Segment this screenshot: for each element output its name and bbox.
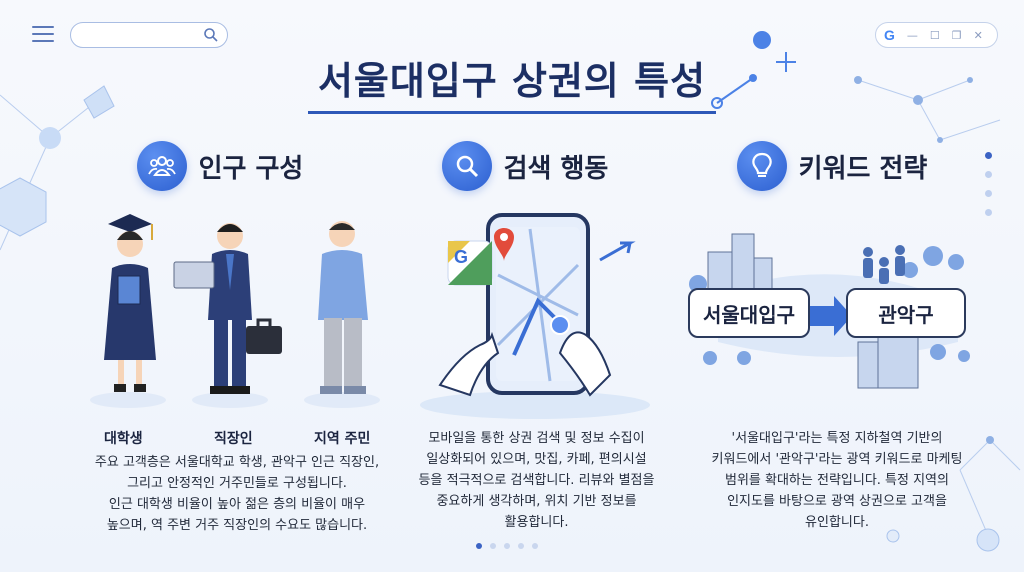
desc-line: 인지도를 바탕으로 광역 상권으로 고객을	[727, 494, 947, 509]
section-title: 키워드 전략	[798, 153, 928, 184]
pagination-dot[interactable]	[490, 543, 496, 549]
section-title: 인구 구성	[198, 153, 304, 184]
label-worker: 직장인	[214, 431, 253, 447]
pagination-dots	[476, 543, 538, 549]
side-nav-dot[interactable]	[985, 171, 992, 178]
desc-line: 인근 대학생 비율이 높아 젊은 층의 비율이 매우	[108, 497, 366, 512]
restore-icon[interactable]: ❐	[951, 28, 962, 42]
mobile-map-illustration: G	[420, 213, 650, 419]
maps-logo: G	[454, 247, 468, 267]
desc-line: 주요 고객층은 서울대학교 학생, 관악구 인근 직장인,	[94, 455, 380, 470]
side-navigation-dots	[985, 152, 992, 216]
close-icon[interactable]: ✕	[973, 28, 983, 42]
minimize-icon[interactable]: —	[906, 28, 918, 42]
label-resident: 지역 주민	[314, 431, 371, 447]
keyword-box-to: 관악구	[846, 288, 966, 338]
magnifier-icon	[441, 141, 492, 191]
side-nav-dot[interactable]	[985, 190, 992, 197]
desc-line: 범위를 확대하는 전략입니다. 특정 지역의	[725, 473, 949, 488]
hamburger-menu-icon[interactable]	[32, 26, 54, 47]
keyword-description: '서울대입구'라는 특정 지하철역 기반의 키워드에서 '관악구'라는 광역 키…	[682, 428, 992, 533]
desc-line: 그리고 안정적인 거주민들로 구성됩니다.	[127, 476, 347, 491]
keyword-box-from: 서울대입구	[688, 288, 810, 338]
population-description: 주요 고객층은 서울대학교 학생, 관악구 인근 직장인, 그리고 안정적인 거…	[72, 452, 402, 536]
search-icon[interactable]	[203, 27, 219, 43]
pagination-dot[interactable]	[504, 543, 510, 549]
side-nav-dot[interactable]	[985, 152, 992, 159]
pagination-dot[interactable]	[518, 543, 524, 549]
section-title: 검색 행동	[503, 153, 609, 184]
google-logo: G	[884, 27, 895, 43]
keyword-strategy-section: 키워드 전략	[682, 138, 982, 194]
desc-line: 높으며, 역 주변 거주 직장인의 수요도 많습니다.	[106, 518, 368, 533]
page-title: 서울대입구 상권의 특성	[307, 50, 717, 114]
search-input[interactable]	[83, 23, 203, 46]
desc-line: 모바일을 통한 상권 검색 및 정보 수집이	[428, 431, 645, 446]
desc-line: 일상화되어 있으며, 맛집, 카페, 편의시설	[426, 452, 647, 467]
pagination-dot[interactable]	[476, 543, 482, 549]
desc-line: 활용합니다.	[504, 515, 569, 530]
maximize-icon[interactable]: ☐	[929, 28, 940, 42]
desc-line: 유인합니다.	[805, 515, 869, 530]
side-nav-dot[interactable]	[985, 209, 992, 216]
desc-line: 중요하게 생각하며, 위치 기반 정보를	[436, 494, 637, 509]
desc-line: 키워드에서 '관악구'라는 광역 키워드로 마케팅	[711, 452, 963, 467]
people-illustration	[90, 214, 380, 408]
desc-line: '서울대입구'라는 특정 지하철역 기반의	[731, 431, 943, 446]
search-behavior-section: 검색 행동	[375, 138, 675, 194]
people-icon	[136, 141, 187, 191]
pagination-dot[interactable]	[532, 543, 538, 549]
desc-line: 등을 적극적으로 검색합니다. 리뷰와 별점을	[418, 473, 655, 488]
search-field[interactable]	[70, 22, 228, 48]
label-student: 대학생	[104, 431, 143, 447]
browser-controls: G — ☐ ❐ ✕	[875, 22, 998, 48]
lightbulb-icon	[736, 141, 787, 191]
search-description: 모바일을 통한 상권 검색 및 정보 수집이 일상화되어 있으며, 맛집, 카페…	[394, 428, 679, 533]
population-section: 인구 구성	[70, 138, 370, 194]
